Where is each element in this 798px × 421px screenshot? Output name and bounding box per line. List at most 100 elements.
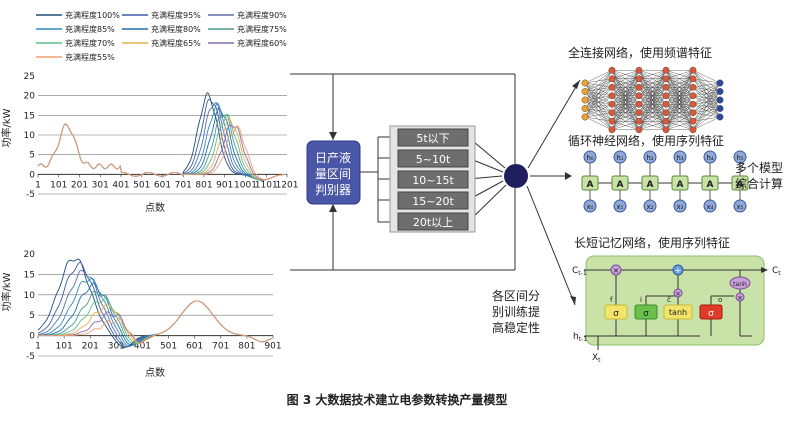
fc-edge [611,70,640,79]
lstm-candidate-gate [663,304,693,320]
x-tick-label: 1001 [234,180,257,190]
lstm-graphic: σ σ tanh σ × + × tanh × Ct-1 Ct ht-1 Xt … [572,255,781,364]
fc-edge [665,78,694,130]
fc-edge [665,70,694,79]
rnn-cell-label: A [617,180,624,190]
fc-edge [638,78,667,130]
fc-edge [692,82,721,113]
fc-node [635,126,643,134]
x-tick-label: 201 [71,180,88,190]
fc-node [662,92,670,100]
fc-node [689,117,697,125]
rnn-output-label: h₀ [586,154,593,162]
lstm-output-tanh-label: tanh [733,281,747,288]
fc-edge [665,70,694,88]
fc-node [608,92,616,100]
rnn-input-label: x₄ [707,203,714,211]
lstm-candidate-gate-label: tanh [669,308,687,317]
lstm-h-prev: ht-1 [573,332,587,343]
x-tick-label: 1201 [276,180,299,190]
fc-node [608,83,616,91]
lstm-multiply-input-glyph: × [675,290,681,298]
fc-edge [638,70,667,88]
fc-node [716,96,724,104]
fc-edge [692,82,721,105]
fc-edge [584,116,613,122]
top-series-line [37,123,286,180]
fc-edge [692,82,721,122]
fc-edge [611,78,640,130]
x-tick-label: 401 [112,180,129,190]
fc-node [716,79,724,87]
lstm-output-gate [699,304,723,320]
fc-node [635,100,643,108]
fc-edge [611,70,640,88]
flow-connectors [290,73,581,306]
multi-model-line-1: 多个模型 [735,161,783,175]
rnn-input-node [673,199,687,213]
lstm-multiply-forget-glyph: × [613,266,620,275]
bottom-series-line [38,290,272,345]
rnn-input-label: x₁ [617,203,624,211]
x-tick-label: 101 [56,342,73,352]
fc-node [581,105,589,112]
rnn-input-node [703,199,717,213]
x-tick-label: 801 [195,180,212,190]
fc-node [581,88,589,95]
lstm-multiply-output-icon [735,292,745,302]
top-chart-xlabel: 点数 [145,201,165,214]
rnn-output-node [613,150,627,164]
range-box [397,128,469,147]
fc-edge [692,108,721,130]
range-label: 15~20t [412,195,454,208]
lstm-add-glyph: + [675,266,682,275]
fc-node [635,83,643,91]
rnn-input-node [643,199,657,213]
fc-edge [584,112,613,118]
rnn-cell-label: A [707,180,714,190]
fc-edge [584,104,613,118]
x-tick-label: 601 [154,180,171,190]
fc-node [716,88,724,95]
fc-node [608,75,616,83]
top-series-line [37,117,286,181]
fc-edge [665,112,694,130]
range-box [397,149,469,168]
fc-edge [692,99,721,130]
rnn-input-label: x₂ [647,203,654,211]
rnn-cell-label: A [647,180,654,190]
lstm-i-label: i [640,296,642,304]
rnn-output-node [643,150,657,164]
fc-edge [584,87,613,118]
rnn-output-label: h₃ [676,154,683,162]
fc-node [608,126,616,134]
note-line-1: 各区间分 [492,288,540,303]
fc-edge [638,70,667,96]
y-tick-label: 20 [24,250,36,260]
fc-edge [611,95,640,130]
rnn-cell-label: A [737,180,744,190]
lstm-input-gate-sigma: σ [643,309,649,319]
lstm-output-tanh [729,276,751,290]
fc-node [689,66,697,74]
y-tick-label: -5 [26,352,35,362]
fc-edge [611,104,640,130]
fc-node [635,117,643,125]
rnn-output-label: h₁ [616,154,623,162]
bottom-chart-curves [37,258,272,348]
lstm-cell-background [585,255,765,346]
discriminator-label-3: 判别器 [315,183,351,197]
fc-edge [665,70,694,105]
y-tick-label: 15 [24,111,35,121]
fc-node [635,75,643,83]
legend-label: 充满程度90% [237,10,287,20]
fc-edge [584,70,613,118]
lstm-forget-gate-sigma: σ [613,309,619,319]
y-tick-label: 0 [29,332,35,342]
fc-edge [665,70,694,130]
range-label: 5~10t [416,153,451,166]
fc-edge [692,91,721,130]
